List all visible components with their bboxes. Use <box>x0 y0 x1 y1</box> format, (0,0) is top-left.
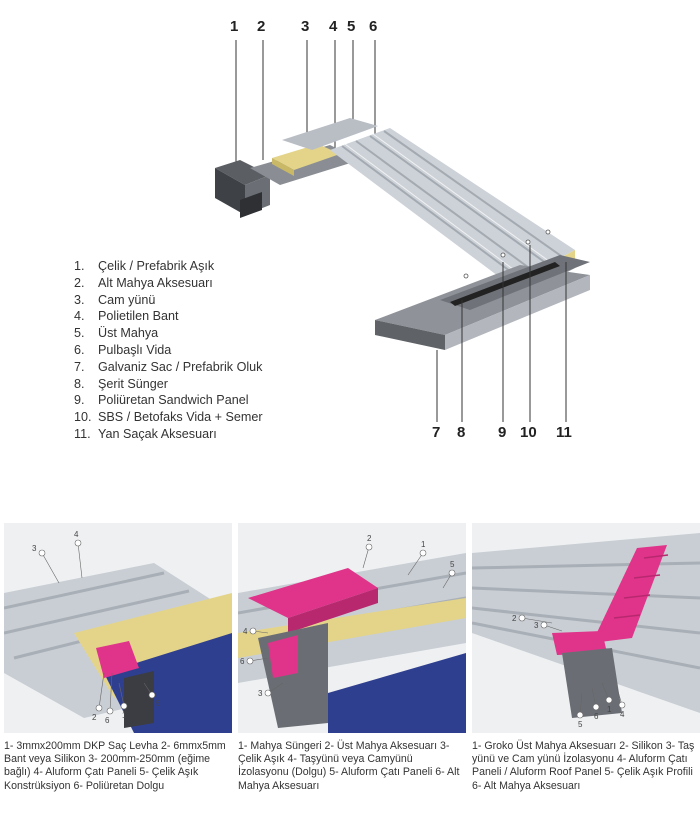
roof-assembly-illustration <box>215 40 590 422</box>
glass-wool-insulation <box>272 144 340 170</box>
legend-item: 1.Çelik / Prefabrik Aşık <box>74 259 215 273</box>
callout-label: 4 <box>243 627 248 636</box>
component-legend: 1.Çelik / Prefabrik Aşık 2.Alt Mahya Aks… <box>74 258 263 443</box>
panel-2-caption: 1- Mahya Süngeri 2- Üst Mahya Aksesuarı … <box>238 740 460 792</box>
legend-item: 7.Galvaniz Sac / Prefabrik Oluk <box>74 359 263 374</box>
callout-label: 5 <box>578 720 583 729</box>
callout-label: 1 <box>421 540 426 549</box>
eave-detail-illustration: 3 4 2 6 1 5 <box>4 523 232 733</box>
callout-label: 3 <box>258 689 263 698</box>
callout-number: 11 <box>556 424 572 441</box>
callout-number: 4 <box>329 18 338 35</box>
callout-label: 1 <box>607 705 612 714</box>
legend-item: 2.Alt Mahya Aksesuarı <box>74 275 213 290</box>
legend-item: 9.Poliüretan Sandwich Panel <box>74 393 249 408</box>
callout-label: 4 <box>620 710 625 719</box>
main-roof-diagram: 1 2 3 4 5 6 7 8 9 10 11 1.Çelik / Prefab… <box>74 18 590 443</box>
callout-number: 5 <box>347 18 356 35</box>
callout-label: 3 <box>32 544 37 553</box>
callout-number: 9 <box>498 424 507 441</box>
callout-label: 2 <box>512 614 517 623</box>
callout-label: 5 <box>156 699 161 708</box>
legend-item: 11.Yan Saçak Aksesuarı <box>74 426 217 441</box>
callout-number: 6 <box>369 18 378 35</box>
top-leader-lines <box>235 40 376 170</box>
bottom-leader-lines <box>436 245 567 422</box>
callout-label: 1 <box>122 711 127 720</box>
groko-ridge-detail-illustration: 2 3 5 6 1 4 <box>472 523 700 733</box>
ridge-detail-illustration: 2 1 5 4 6 3 <box>238 523 466 733</box>
callout-number: 8 <box>457 424 466 441</box>
detail-panel-2: 2 1 5 4 6 3 <box>238 523 466 733</box>
panel-1-caption: 1- 3mmx200mm DKP Saç Levha 2- 6mmx5mm Ba… <box>4 740 226 792</box>
panel-3-caption: 1- Groko Üst Mahya Aksesuarı 2- Silikon … <box>472 740 695 792</box>
legend-item: 6.Pulbaşlı Vida <box>74 342 172 357</box>
fastener-screws <box>463 229 551 279</box>
left-steel-purlin <box>215 160 270 218</box>
legend-item: 4.Polietilen Bant <box>74 309 179 324</box>
callout-label: 2 <box>367 534 372 543</box>
callout-label: 3 <box>534 621 539 630</box>
legend-item: 5.Üst Mahya <box>74 326 159 341</box>
callout-label: 2 <box>92 713 97 722</box>
callout-label: 6 <box>594 712 599 721</box>
callout-label: 6 <box>105 716 110 725</box>
callout-number: 10 <box>520 424 537 441</box>
callout-number: 2 <box>257 18 266 35</box>
callout-number: 3 <box>301 18 310 35</box>
upper-ridge-cap <box>282 118 378 150</box>
legend-item: 10.SBS / Betofaks Vida + Semer <box>74 410 263 425</box>
callout-label: 6 <box>240 657 245 666</box>
galvanized-gutter <box>375 255 590 350</box>
detail-panel-3: 2 3 5 6 1 4 <box>472 523 700 733</box>
callout-number: 7 <box>432 424 441 441</box>
callout-number: 1 <box>230 18 239 35</box>
detail-panel-1: 3 4 2 6 1 5 <box>4 523 232 733</box>
callout-label: 5 <box>450 560 455 569</box>
legend-item: 8.Şerit Sünger <box>74 376 169 391</box>
callout-label: 4 <box>74 530 79 539</box>
legend-item: 3.Cam yünü <box>74 292 156 307</box>
